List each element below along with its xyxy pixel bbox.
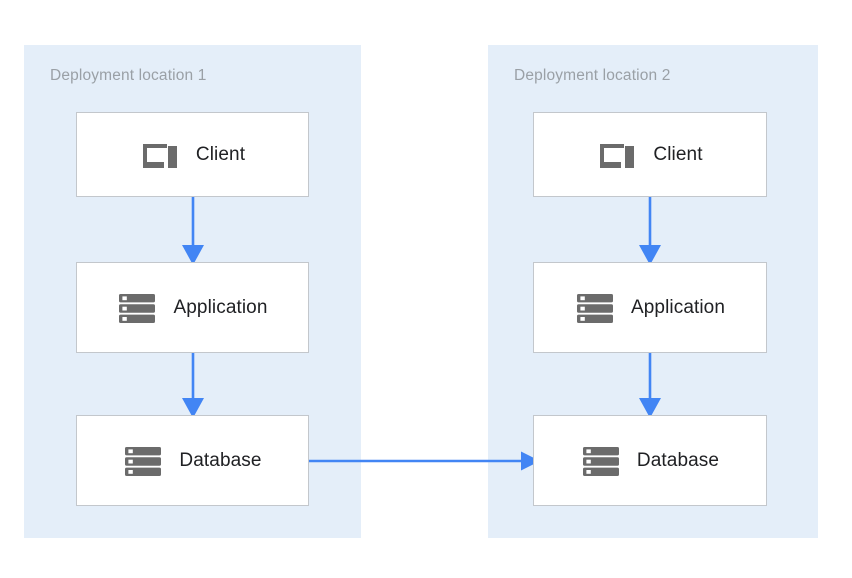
deployment-zone-2-label: Deployment location 2 (514, 67, 671, 84)
node-application-1-label: Application (173, 296, 268, 318)
node-application-1[interactable]: Application (76, 262, 309, 353)
connector-application-1-to-database-1 (182, 351, 204, 418)
node-client-1[interactable]: Client (76, 112, 309, 197)
connector-database-1-to-database-2 (305, 451, 540, 471)
node-client-1-label: Client (195, 143, 246, 165)
devices-icon (600, 143, 635, 168)
node-database-2-label: Database (636, 449, 720, 471)
deployment-zone-1-label: Deployment location 1 (50, 67, 207, 84)
connector-client-2-to-application-2 (639, 195, 661, 265)
node-application-2-label: Application (630, 296, 726, 318)
node-database-2[interactable]: Database (533, 415, 767, 506)
node-database-1[interactable]: Database (76, 415, 309, 506)
server-stack-icon (582, 446, 619, 476)
node-application-2[interactable]: Application (533, 262, 767, 353)
connector-application-2-to-database-2 (639, 351, 661, 418)
node-client-2-label: Client (653, 143, 703, 165)
connector-client-1-to-application-1 (182, 195, 204, 265)
node-client-2[interactable]: Client (533, 112, 767, 197)
server-stack-icon (119, 293, 156, 323)
devices-icon (142, 143, 177, 168)
server-stack-icon (576, 293, 613, 323)
server-stack-icon (125, 446, 162, 476)
node-database-1-label: Database (179, 449, 262, 471)
